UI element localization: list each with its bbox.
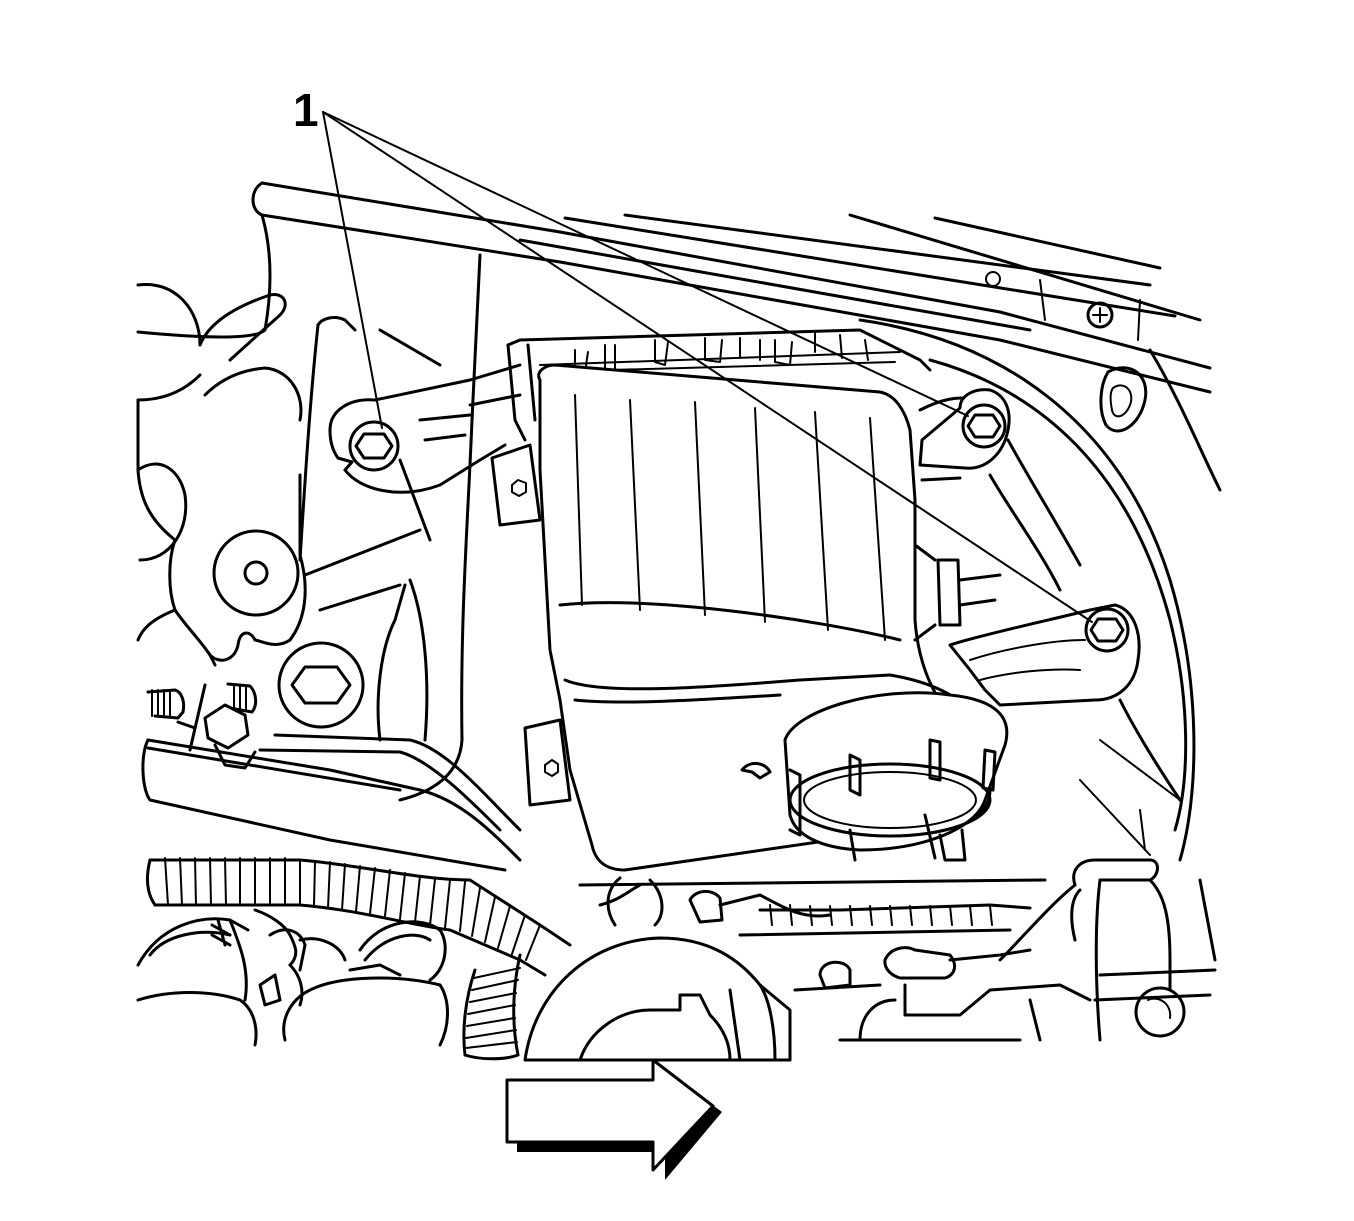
fender-slot	[1099, 366, 1148, 433]
strut-tower	[136, 213, 482, 802]
lower-hose	[462, 953, 522, 1061]
hex-nut	[277, 641, 365, 729]
callout-leader-lines	[322, 111, 1093, 623]
lower-left-components	[136, 908, 449, 1047]
bolt-right	[1084, 607, 1130, 653]
corrugated-hose	[146, 857, 572, 977]
bolt-left	[348, 420, 400, 472]
fender-apron	[858, 318, 1222, 962]
studs	[146, 682, 258, 752]
upper-frame-rail	[251, 181, 1212, 394]
bolt-center	[961, 403, 1007, 449]
callout-label-1: 1	[293, 84, 319, 136]
lower-center-components	[523, 858, 1217, 1062]
lower-rail	[141, 703, 522, 872]
hub-assembly	[136, 282, 307, 667]
forward-arrow-icon	[505, 1058, 722, 1180]
outlet-duct	[783, 691, 1009, 862]
